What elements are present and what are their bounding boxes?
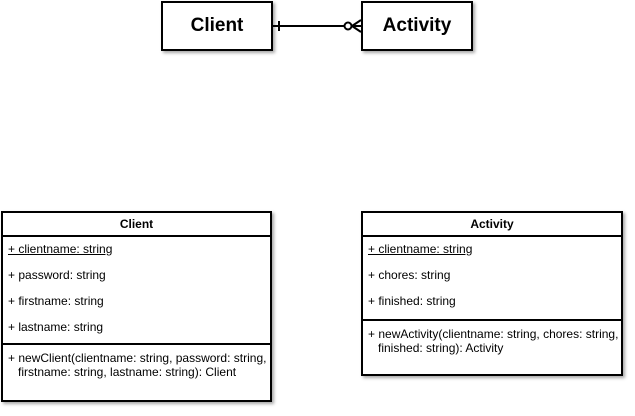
attribute-firstname: + firstname: string [8,294,104,308]
attribute-password: + password: string [8,268,106,282]
attribute-finished: + finished: string [368,294,456,308]
uml-class-activity[interactable]: Activity + clientname: string + chores: … [361,211,623,376]
er-entity-activity[interactable]: Activity [361,1,473,51]
attribute-clientname: + clientname: string [8,242,113,256]
attribute-chores: + chores: string [368,268,451,282]
er-relationship-connector[interactable] [0,0,635,60]
operation-newclient-line1: + newClient(clientname: string, password… [8,351,267,365]
er-entity-activity-label: Activity [382,15,452,36]
uml-class-client[interactable]: Client + clientname: string + password: … [1,211,272,402]
operation-newclient-line2: firstname: string, lastname: string): Cl… [18,365,237,379]
operation-newactivity-line1: + newActivity(clientname: string, chores… [368,327,619,341]
uml-class-activity-title: Activity [363,213,621,237]
operation-newactivity-line2: finished: string): Activity [378,341,504,355]
er-entity-client-label: Client [190,15,244,36]
attribute-lastname: + lastname: string [8,320,104,334]
uml-class-client-attributes: + clientname: string + password: string … [3,237,270,345]
uml-class-client-operations: + newClient(clientname: string, password… [3,345,270,379]
zero-circle-marker [343,21,353,31]
attribute-clientname: + clientname: string [368,242,473,256]
crows-foot-upper [351,19,362,27]
uml-class-client-title: Client [3,213,270,237]
er-entity-client[interactable]: Client [161,1,273,51]
uml-class-activity-attributes: + clientname: string + chores: string + … [363,237,621,321]
crows-foot-lower [351,25,362,33]
uml-class-activity-operations: + newActivity(clientname: string, chores… [363,321,621,355]
